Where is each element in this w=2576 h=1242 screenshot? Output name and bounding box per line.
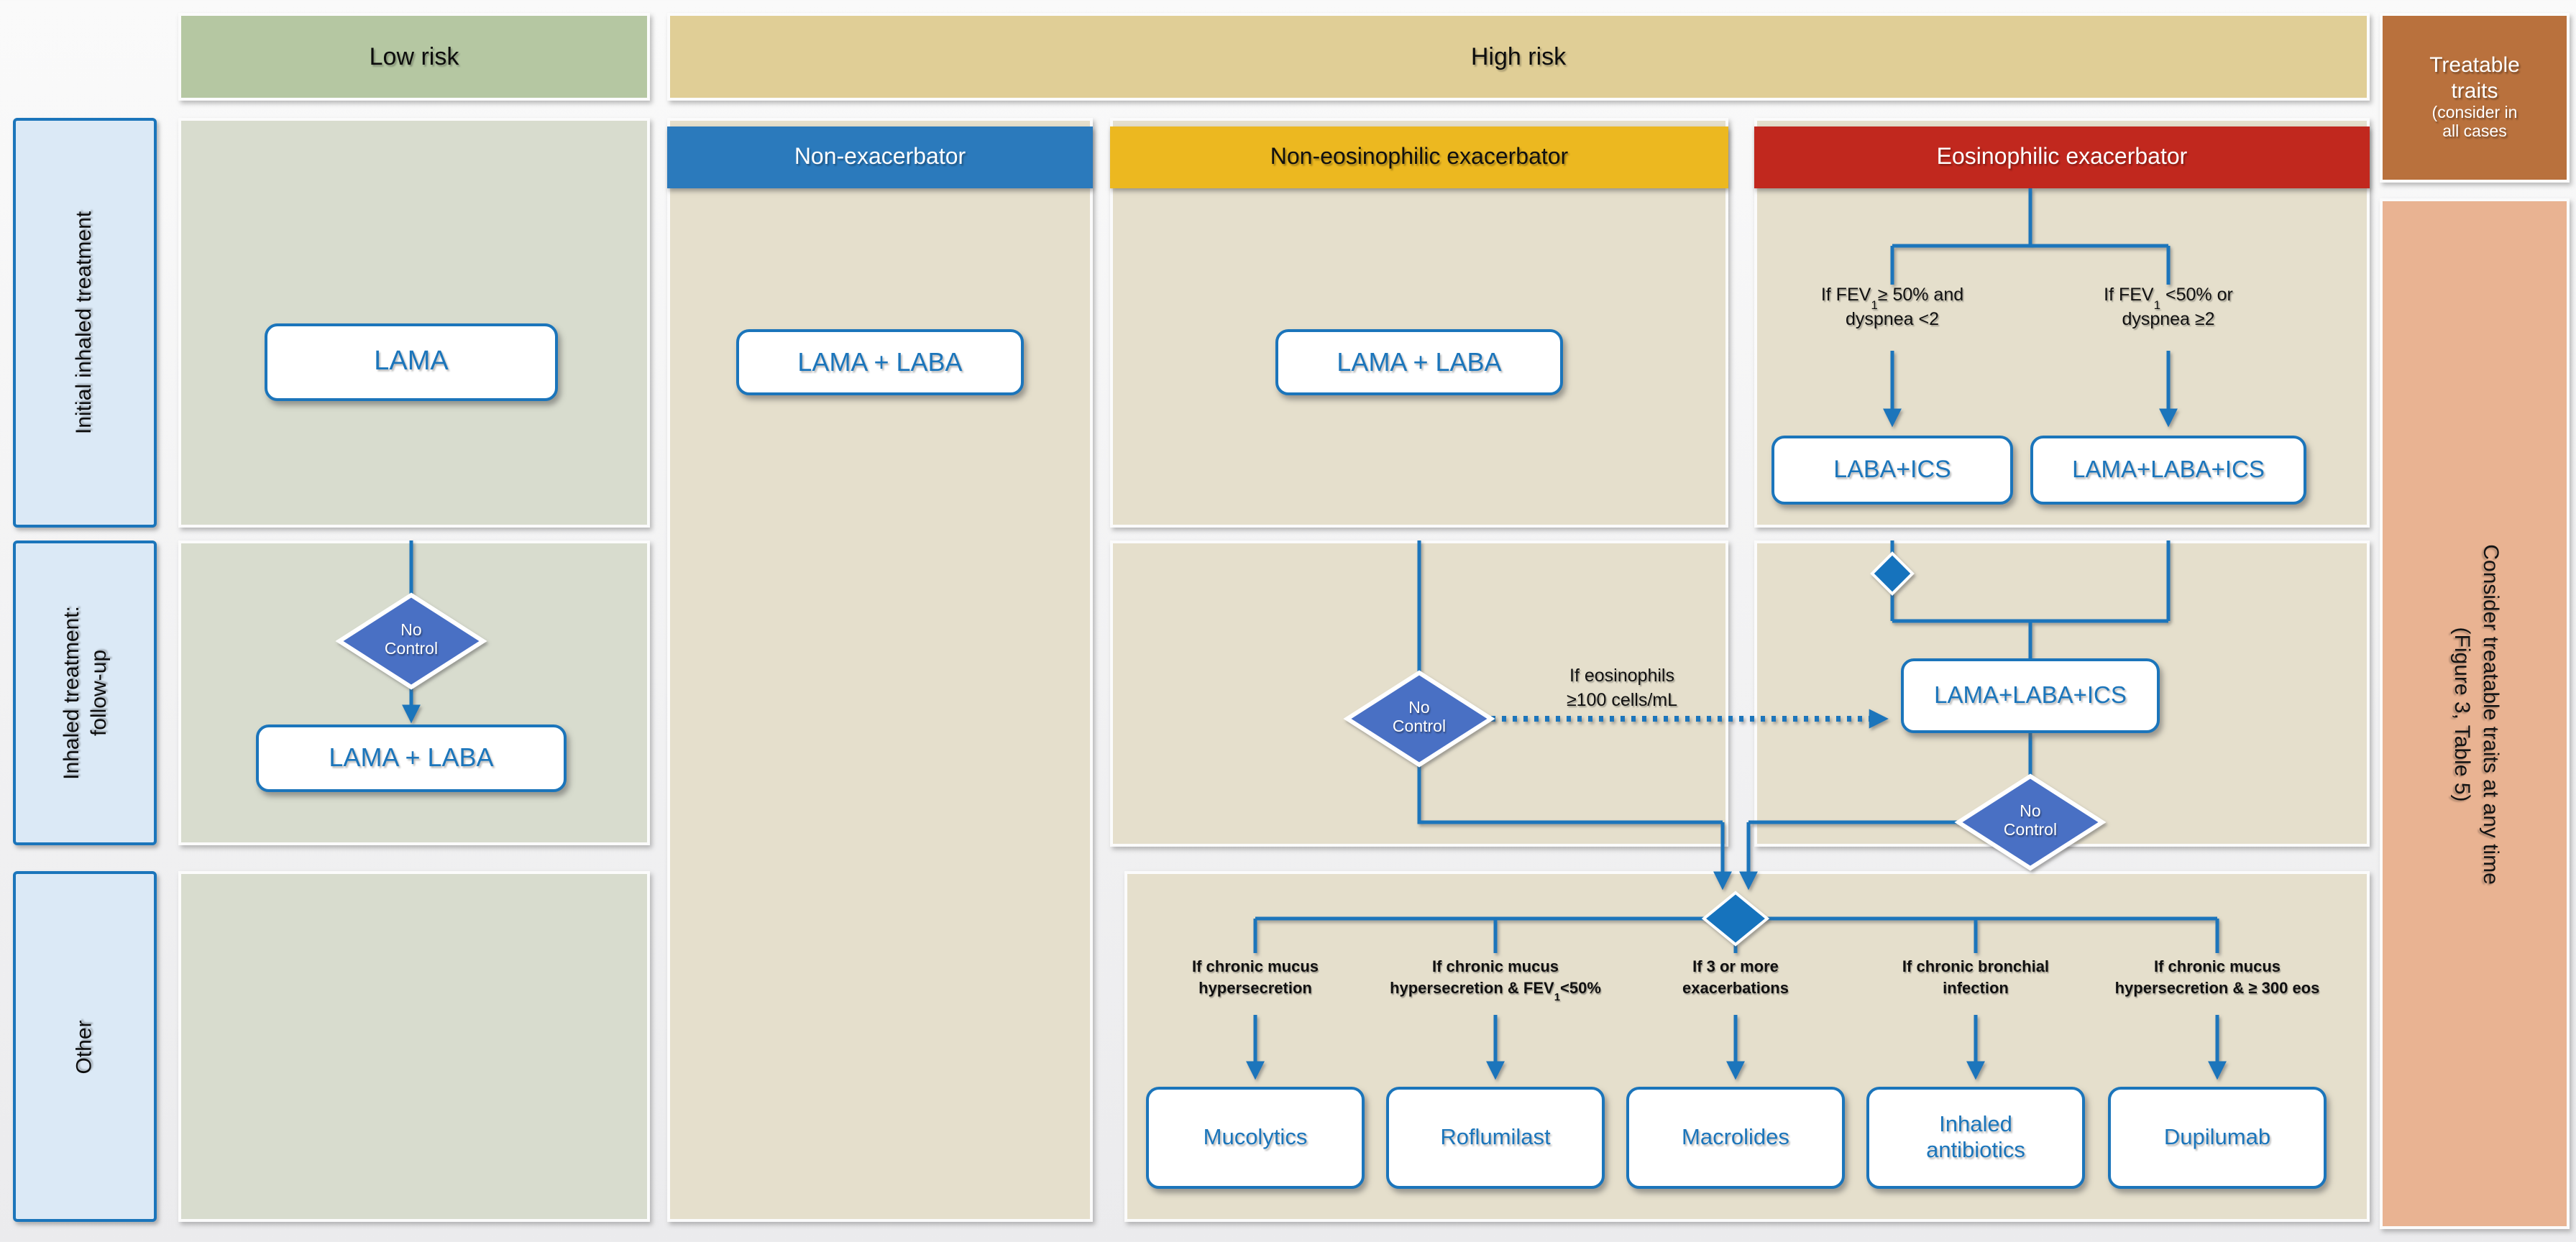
low-risk-header-label: Low risk bbox=[369, 42, 459, 70]
condition-fev-right-b: <50% or bbox=[2160, 285, 2233, 305]
no-control-eos-line2: Control bbox=[2003, 822, 2058, 840]
box-lama-laba-ics-initial-label: LAMA+LABA+ICS bbox=[2072, 456, 2265, 482]
box-lama: LAMA bbox=[265, 323, 558, 401]
row-label-inhaled-treatment-followup: Inhaled treatment: follow-up bbox=[13, 540, 157, 845]
condition-fev-left-line2: dyspnea <2 bbox=[1846, 309, 1939, 329]
condition-1-line2: hypersecretion bbox=[1198, 980, 1312, 997]
cell-non-exacerbator bbox=[667, 118, 1093, 1222]
cell-low-risk-row2 bbox=[178, 540, 650, 845]
high-risk-header: High risk bbox=[667, 13, 2370, 101]
row-label-initial-inhaled-treatment: Initial inhaled treatment bbox=[13, 118, 157, 528]
box-lama-laba-non-eosinophilic-label: LAMA + LABA bbox=[1337, 347, 1502, 376]
box-lama-laba-non-exacerbator-label: LAMA + LABA bbox=[797, 347, 963, 376]
condition-5-line1: If chronic mucus bbox=[2153, 959, 2281, 976]
box-lama-laba-ics-initial: LAMA+LABA+ICS bbox=[2030, 436, 2306, 505]
box-dupilumab: Dupilumab bbox=[2108, 1087, 2327, 1189]
column-header-non-eosinophilic: Non-eosinophilic exacerbator bbox=[1110, 126, 1728, 188]
condition-2-line2a: hypersecretion & FEV bbox=[1390, 980, 1554, 997]
junction-diamond-other bbox=[1701, 891, 1770, 947]
box-roflumilast: Roflumilast bbox=[1386, 1087, 1605, 1189]
box-laba-ics: LABA+ICS bbox=[1771, 436, 2013, 505]
condition-fev-right-sub: 1 bbox=[2153, 297, 2161, 312]
box-lama-label: LAMA bbox=[374, 346, 449, 377]
no-control-diamond-low-risk bbox=[335, 592, 487, 690]
treatable-traits-sub-line2: all cases bbox=[2442, 124, 2507, 141]
column-header-non-eosinophilic-label: Non-eosinophilic exacerbator bbox=[1270, 144, 1569, 169]
box-inhaled-antibiotics: Inhaled antibiotics bbox=[1866, 1087, 2085, 1189]
condition-fev-left-sub: 1 bbox=[1871, 297, 1878, 312]
treatable-traits-title: Treatable traits bbox=[2429, 52, 2520, 103]
box-lama-laba-low-risk-followup-label: LAMA + LABA bbox=[329, 743, 494, 772]
no-control-low-risk-line1: No bbox=[400, 622, 422, 640]
condition-mucus-300-eos: If chronic mucus hypersecretion & ≥ 300 … bbox=[2088, 957, 2347, 999]
column-header-non-exacerbator: Non-exacerbator bbox=[667, 126, 1093, 188]
box-roflumilast-label: Roflumilast bbox=[1440, 1125, 1551, 1149]
condition-2-sub: 1 bbox=[1554, 990, 1561, 1003]
condition-fev-left-b: ≥ 50% and bbox=[1877, 285, 1964, 305]
condition-3-line1: If 3 or more bbox=[1692, 959, 1779, 976]
no-control-non-eos-line2: Control bbox=[1392, 719, 1447, 736]
box-lama-laba-ics-followup: LAMA+LABA+ICS bbox=[1901, 658, 2160, 733]
condition-fev-right: If FEV1 <50% or dyspnea ≥2 bbox=[2039, 283, 2298, 332]
column-header-eosinophilic: Eosinophilic exacerbator bbox=[1754, 126, 2370, 188]
box-lama-laba-non-exacerbator: LAMA + LABA bbox=[736, 329, 1024, 395]
no-control-label-eos: No Control bbox=[2004, 804, 2057, 841]
box-macrolides-label: Macrolides bbox=[1682, 1125, 1789, 1149]
condition-3-line2: exacerbations bbox=[1682, 980, 1789, 997]
no-control-label-low-risk: No Control bbox=[385, 622, 438, 660]
condition-4-line1: If chronic bronchial bbox=[1902, 959, 2050, 976]
condition-chronic-mucus-1: If chronic mucus hypersecretion bbox=[1126, 957, 1385, 999]
condition-chronic-mucus-fev: If chronic mucus hypersecretion & FEV1<5… bbox=[1366, 957, 1625, 1002]
condition-1-line1: If chronic mucus bbox=[1191, 959, 1319, 976]
box-lama-laba-non-eosinophilic: LAMA + LABA bbox=[1275, 329, 1563, 395]
box-lama-laba-low-risk-followup: LAMA + LABA bbox=[256, 724, 567, 792]
connector-diamond-eos-top bbox=[1870, 551, 1915, 596]
box-inhaled-antibiotics-label-line2: antibiotics bbox=[1926, 1138, 2025, 1162]
consider-treatable-traits-rail: Consider treatable traits at any time (F… bbox=[2380, 198, 2570, 1229]
no-control-eos-line1: No bbox=[2020, 804, 2041, 821]
condition-bronchial-infection: If chronic bronchial infection bbox=[1846, 957, 2105, 999]
no-control-non-eos-line1: No bbox=[1408, 700, 1430, 717]
note-eosinophils: If eosinophils ≥100 cells/mL bbox=[1500, 664, 1744, 713]
condition-fev-right-line2: dyspnea ≥2 bbox=[2122, 309, 2215, 329]
no-control-label-non-eos: No Control bbox=[1393, 700, 1446, 737]
box-macrolides: Macrolides bbox=[1626, 1087, 1845, 1189]
condition-fev-left: If FEV1≥ 50% and dyspnea <2 bbox=[1763, 283, 2022, 332]
cell-low-risk-row3 bbox=[178, 871, 650, 1222]
condition-fev-right-a: If FEV bbox=[2104, 285, 2154, 305]
box-inhaled-antibiotics-label-line1: Inhaled bbox=[1939, 1112, 2012, 1136]
condition-fev-left-a: If FEV bbox=[1820, 285, 1871, 305]
condition-5-line2: hypersecretion & ≥ 300 eos bbox=[2114, 980, 2320, 997]
box-mucolytics-label: Mucolytics bbox=[1203, 1125, 1308, 1149]
condition-2-line2b: <50% bbox=[1560, 980, 1601, 997]
no-control-low-risk-line2: Control bbox=[384, 641, 439, 658]
cell-low-risk-row1 bbox=[178, 118, 650, 528]
treatable-traits-sub-line1: (consider in bbox=[2431, 104, 2518, 121]
box-lama-laba-ics-followup-label: LAMA+LABA+ICS bbox=[1934, 682, 2127, 708]
box-dupilumab-label: Dupilumab bbox=[2163, 1125, 2271, 1149]
no-control-diamond-non-eos bbox=[1343, 670, 1495, 768]
row-label-other: Other bbox=[13, 871, 157, 1222]
non-eos-down-right-line bbox=[1417, 765, 1723, 824]
high-risk-header-label: High risk bbox=[1470, 42, 1567, 70]
condition-exacerbations: If 3 or more exacerbations bbox=[1606, 957, 1865, 999]
condition-2-line1: If chronic mucus bbox=[1431, 959, 1559, 976]
box-laba-ics-label: LABA+ICS bbox=[1833, 456, 1951, 483]
column-header-eosinophilic-label: Eosinophilic exacerbator bbox=[1936, 144, 2188, 169]
note-eosinophils-line2: ≥100 cells/mL bbox=[1566, 690, 1678, 710]
treatable-traits-box: Treatable traits (consider in all cases bbox=[2380, 13, 2570, 183]
column-header-non-exacerbator-label: Non-exacerbator bbox=[794, 144, 966, 169]
note-eosinophils-line1: If eosinophils bbox=[1569, 666, 1674, 686]
no-control-diamond-eos bbox=[1954, 773, 2107, 871]
box-mucolytics: Mucolytics bbox=[1146, 1087, 1365, 1189]
condition-4-line2: infection bbox=[1943, 980, 2009, 997]
low-risk-header: Low risk bbox=[178, 13, 650, 101]
